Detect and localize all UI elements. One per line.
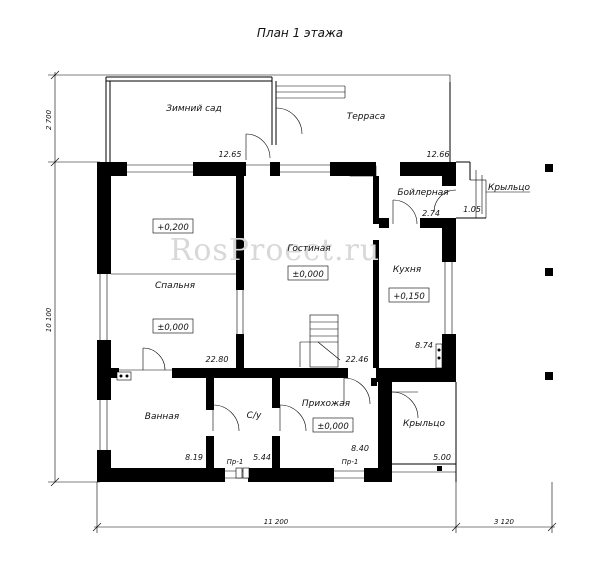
room-wc-area: 5.44 <box>253 453 271 462</box>
outer-walls <box>97 162 456 482</box>
door-swings <box>142 189 457 432</box>
room-bedroom-name: Спальня <box>155 281 196 291</box>
room-terrace-name: Терраса <box>347 112 385 122</box>
room-porch-top-area: 1.05 <box>463 205 481 214</box>
room-winter-garden-area: 12.65 <box>219 150 242 159</box>
dimension-lines <box>48 70 557 533</box>
room-kitchen-name: Кухня <box>393 265 422 275</box>
kitchen-level: +0,150 <box>393 292 424 302</box>
bedroom-level-top: +0,200 <box>157 223 188 233</box>
hall-door-label: Пр-1 <box>342 458 359 466</box>
watermark: RosProect.ru <box>170 233 380 268</box>
room-terrace-area: 12.66 <box>427 150 450 159</box>
dim-top-left: 2 700 <box>45 109 53 130</box>
room-bathroom-area: 8.19 <box>185 453 203 462</box>
room-wc-name: С/у <box>247 411 262 421</box>
room-winter-garden-name: Зимний сад <box>166 104 222 114</box>
room-bathroom-name: Ванная <box>145 412 180 422</box>
dim-bottom-right: 3 120 <box>494 518 515 526</box>
axis-markers <box>545 164 553 380</box>
room-bedroom-area: 22.80 <box>206 355 229 364</box>
room-hall-name: Прихожая <box>302 399 351 409</box>
room-boiler-name: Бойлерная <box>397 188 449 198</box>
room-kitchen-area: 8.74 <box>415 341 433 350</box>
bathroom-door-label: Пр-1 <box>227 458 244 466</box>
interior-walls <box>111 176 442 468</box>
room-living-area: 22.46 <box>346 355 369 364</box>
bedroom-level: ±0,000 <box>157 323 188 333</box>
dim-bottom-main: 11 200 <box>264 518 289 526</box>
dim-left: 10 100 <box>45 307 53 332</box>
room-porch-bottom-name: Крыльцо <box>403 419 445 429</box>
room-living-name: Гостиная <box>287 244 331 254</box>
kitchen-appliances <box>116 165 443 479</box>
stairs <box>299 314 341 368</box>
plan-title: План 1 этажа <box>257 26 343 40</box>
winter-garden-outline <box>105 76 451 162</box>
level-boxes <box>152 218 430 433</box>
room-boiler-area: 2.74 <box>422 209 440 218</box>
room-porch-bottom-area: 5.00 <box>433 453 451 462</box>
porch-bottom-outline <box>392 382 457 482</box>
room-hall-area: 8.40 <box>351 444 369 453</box>
hall-level: ±0,000 <box>317 422 348 432</box>
porch-top-outline <box>456 161 487 219</box>
living-level: ±0,000 <box>292 270 323 280</box>
room-porch-top-name: Крыльцо <box>488 183 530 193</box>
